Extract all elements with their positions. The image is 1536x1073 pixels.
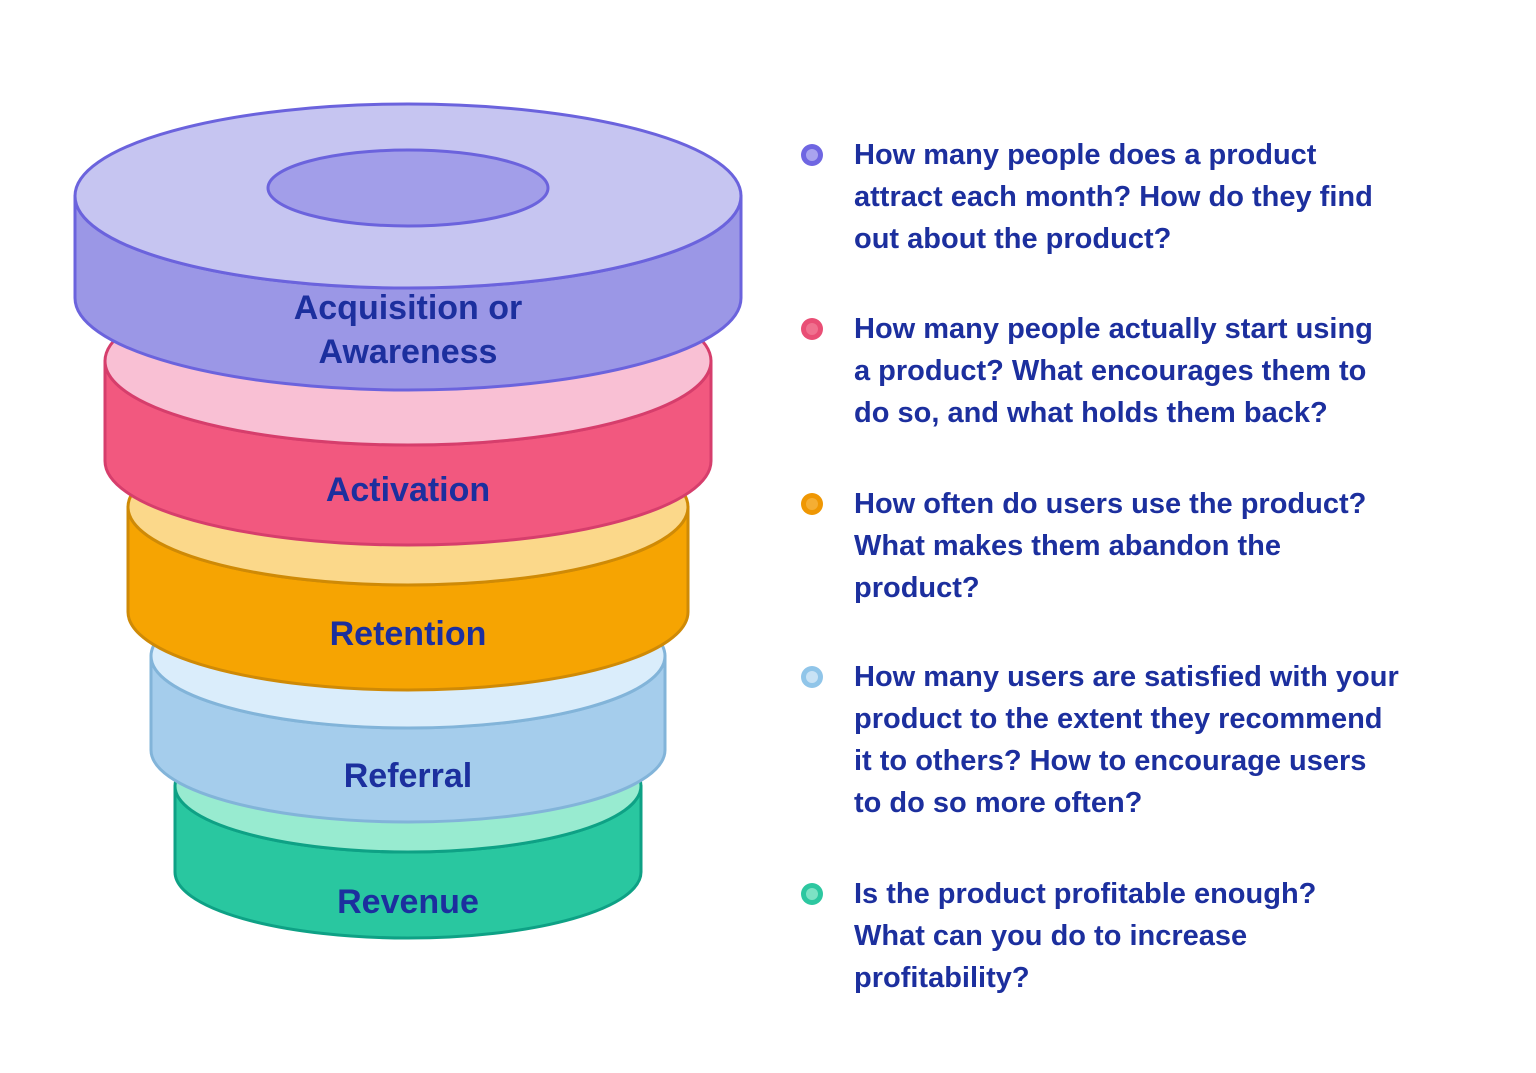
retention-question-text: How often do users use the product? What… xyxy=(854,488,1367,604)
list-item-acquisition-question: How many people does a product attract e… xyxy=(800,134,1500,260)
acquisition-question-text: How many people does a product attract e… xyxy=(854,139,1373,255)
list-item-referral-question: How many users are satisfied with your p… xyxy=(800,656,1500,824)
revenue-bullet-dot-icon xyxy=(801,883,823,905)
acquisition-bullet-dot-icon xyxy=(801,144,823,166)
acquisition-hole xyxy=(266,148,550,228)
list-item-revenue-question: Is the product profitable enough? What c… xyxy=(800,873,1500,999)
activation-bullet-dot-icon xyxy=(801,318,823,340)
retention-bullet-dot-icon xyxy=(801,493,823,515)
list-item-retention-question: How often do users use the product? What… xyxy=(800,483,1500,609)
funnel-layer-acquisition xyxy=(73,102,743,392)
funnel-graphic xyxy=(73,102,743,940)
revenue-question-text: Is the product profitable enough? What c… xyxy=(854,878,1317,994)
list-item-activation-question: How many people actually start using a p… xyxy=(800,308,1500,434)
activation-question-text: How many people actually start using a p… xyxy=(854,313,1373,429)
referral-question-text: How many users are satisfied with your p… xyxy=(854,661,1399,819)
referral-bullet-dot-icon xyxy=(801,666,823,688)
